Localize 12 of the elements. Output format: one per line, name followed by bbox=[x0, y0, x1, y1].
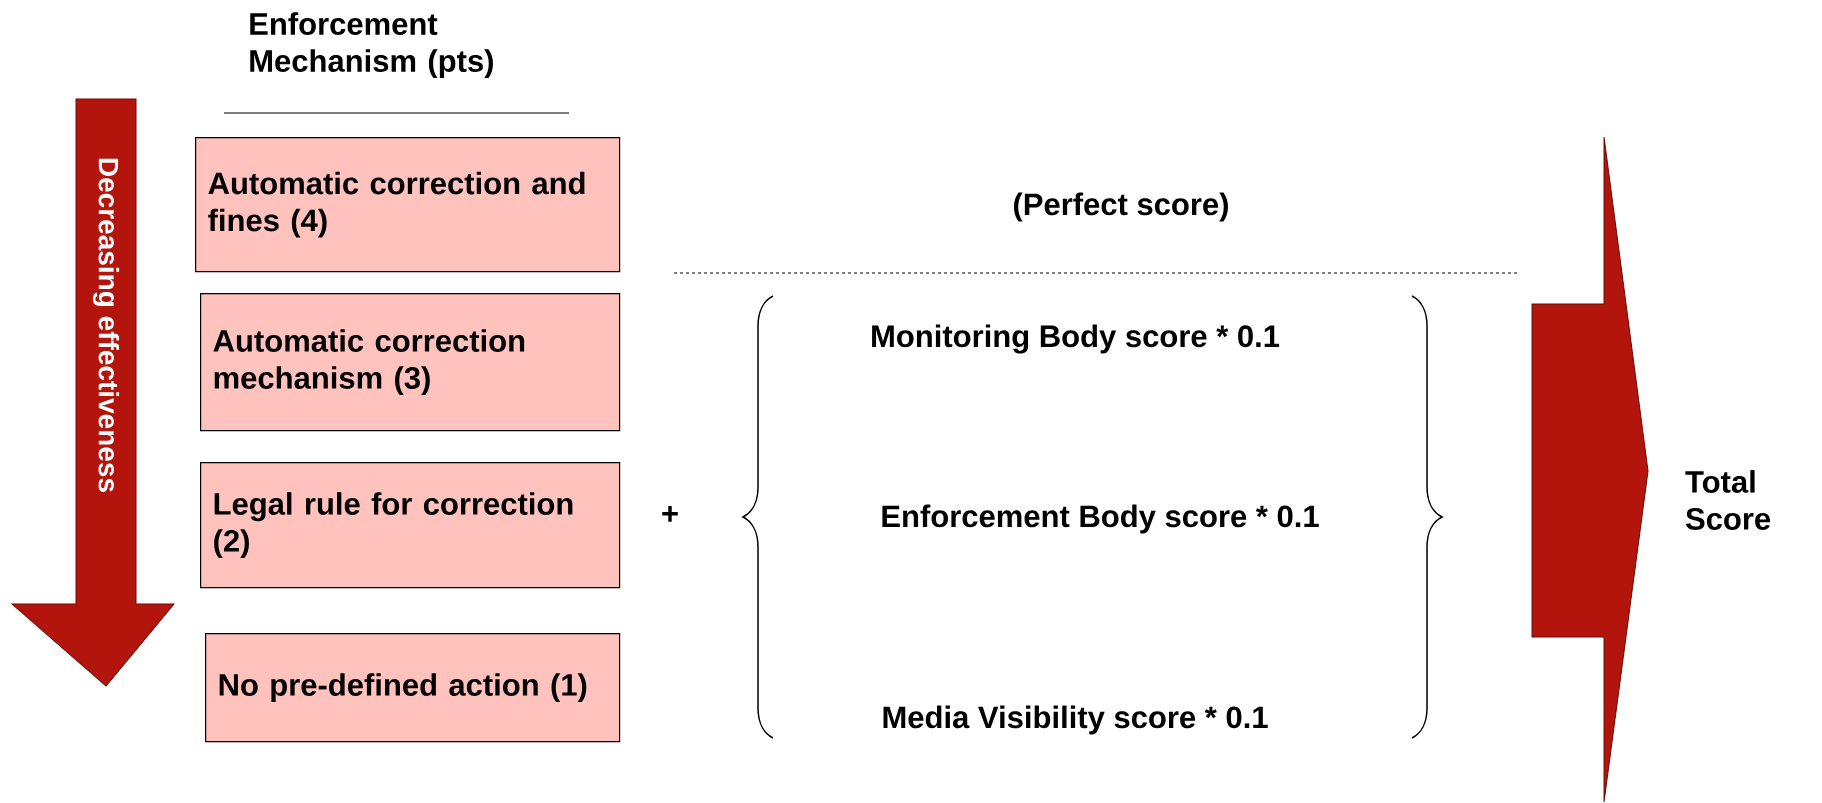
heading-text: (Perfect score) bbox=[1014, 192, 1228, 222]
scale-box: Automatic correction mechanism (3) bbox=[200, 293, 621, 432]
arrow-label: Decreasing effectiveness bbox=[92, 158, 120, 492]
score-term: Monitoring Body score * 0.1 bbox=[872, 324, 1280, 354]
column-header: Enforcement Mechanism (pts) bbox=[250, 12, 493, 79]
score-term: Media Visibility score * 0.1 bbox=[883, 705, 1268, 735]
score-term: Enforcement Body score * 0.1 bbox=[882, 504, 1319, 534]
scale-box: No pre-defined action (1) bbox=[205, 633, 621, 743]
scale-box: Legal rule for correction (2) bbox=[200, 462, 621, 589]
result-label: Total Score bbox=[1685, 470, 1771, 530]
plus-sign: + bbox=[662, 505, 678, 522]
scale-box: Automatic correction and fines (4) bbox=[195, 137, 621, 273]
